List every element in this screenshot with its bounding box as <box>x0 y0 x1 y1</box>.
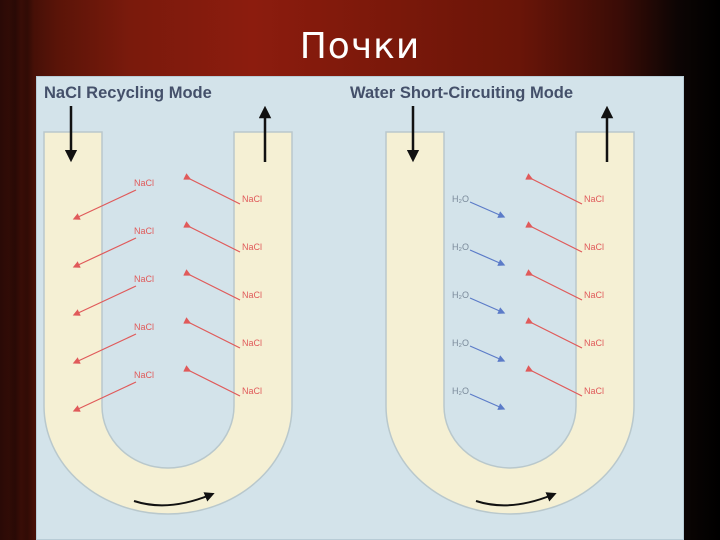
water-diffusion-arrow <box>470 298 502 312</box>
water-label: H₂O <box>452 290 469 300</box>
water-diffusion-arrow <box>470 394 502 408</box>
loop-diagram: NaClNaClNaClNaClNaClNaClNaClNaClNaClNaCl… <box>36 76 684 540</box>
panel-title-water-short-circuiting: Water Short-Circuiting Mode <box>350 84 573 103</box>
nacl-label: NaCl <box>584 386 604 396</box>
water-label: H₂O <box>452 386 469 396</box>
water-label: H₂O <box>452 194 469 204</box>
nacl-label: NaCl <box>242 338 262 348</box>
panel-title-nacl-recycling: NaCl Recycling Mode <box>44 84 212 103</box>
nacl-diffusion-arrow <box>530 370 582 396</box>
nacl-diffusion-arrow <box>530 322 582 348</box>
nacl-label: NaCl <box>584 242 604 252</box>
nacl-diffusion-arrow <box>188 178 240 204</box>
water-diffusion-arrow <box>470 250 502 264</box>
slide-title: Почки <box>0 26 720 67</box>
nacl-label: NaCl <box>242 290 262 300</box>
nacl-label: NaCl <box>134 178 154 188</box>
water-label: H₂O <box>452 242 469 252</box>
nacl-diffusion-arrow <box>188 370 240 396</box>
water-diffusion-arrow <box>470 346 502 360</box>
nacl-diffusion-arrow <box>188 274 240 300</box>
nacl-label: NaCl <box>134 322 154 332</box>
nacl-label: NaCl <box>584 194 604 204</box>
nacl-diffusion-arrow <box>530 226 582 252</box>
nacl-label: NaCl <box>134 226 154 236</box>
nacl-label: NaCl <box>242 242 262 252</box>
water-diffusion-arrow <box>470 202 502 216</box>
nacl-diffusion-arrow <box>188 226 240 252</box>
nacl-label: NaCl <box>584 290 604 300</box>
loop-tube <box>386 132 634 514</box>
nacl-diffusion-arrow <box>530 178 582 204</box>
nacl-label: NaCl <box>134 274 154 284</box>
water-label: H₂O <box>452 338 469 348</box>
nacl-label: NaCl <box>584 338 604 348</box>
nacl-diffusion-arrow <box>188 322 240 348</box>
nacl-label: NaCl <box>242 194 262 204</box>
nacl-label: NaCl <box>134 370 154 380</box>
loop-tube <box>44 132 292 514</box>
nacl-label: NaCl <box>242 386 262 396</box>
nacl-diffusion-arrow <box>530 274 582 300</box>
